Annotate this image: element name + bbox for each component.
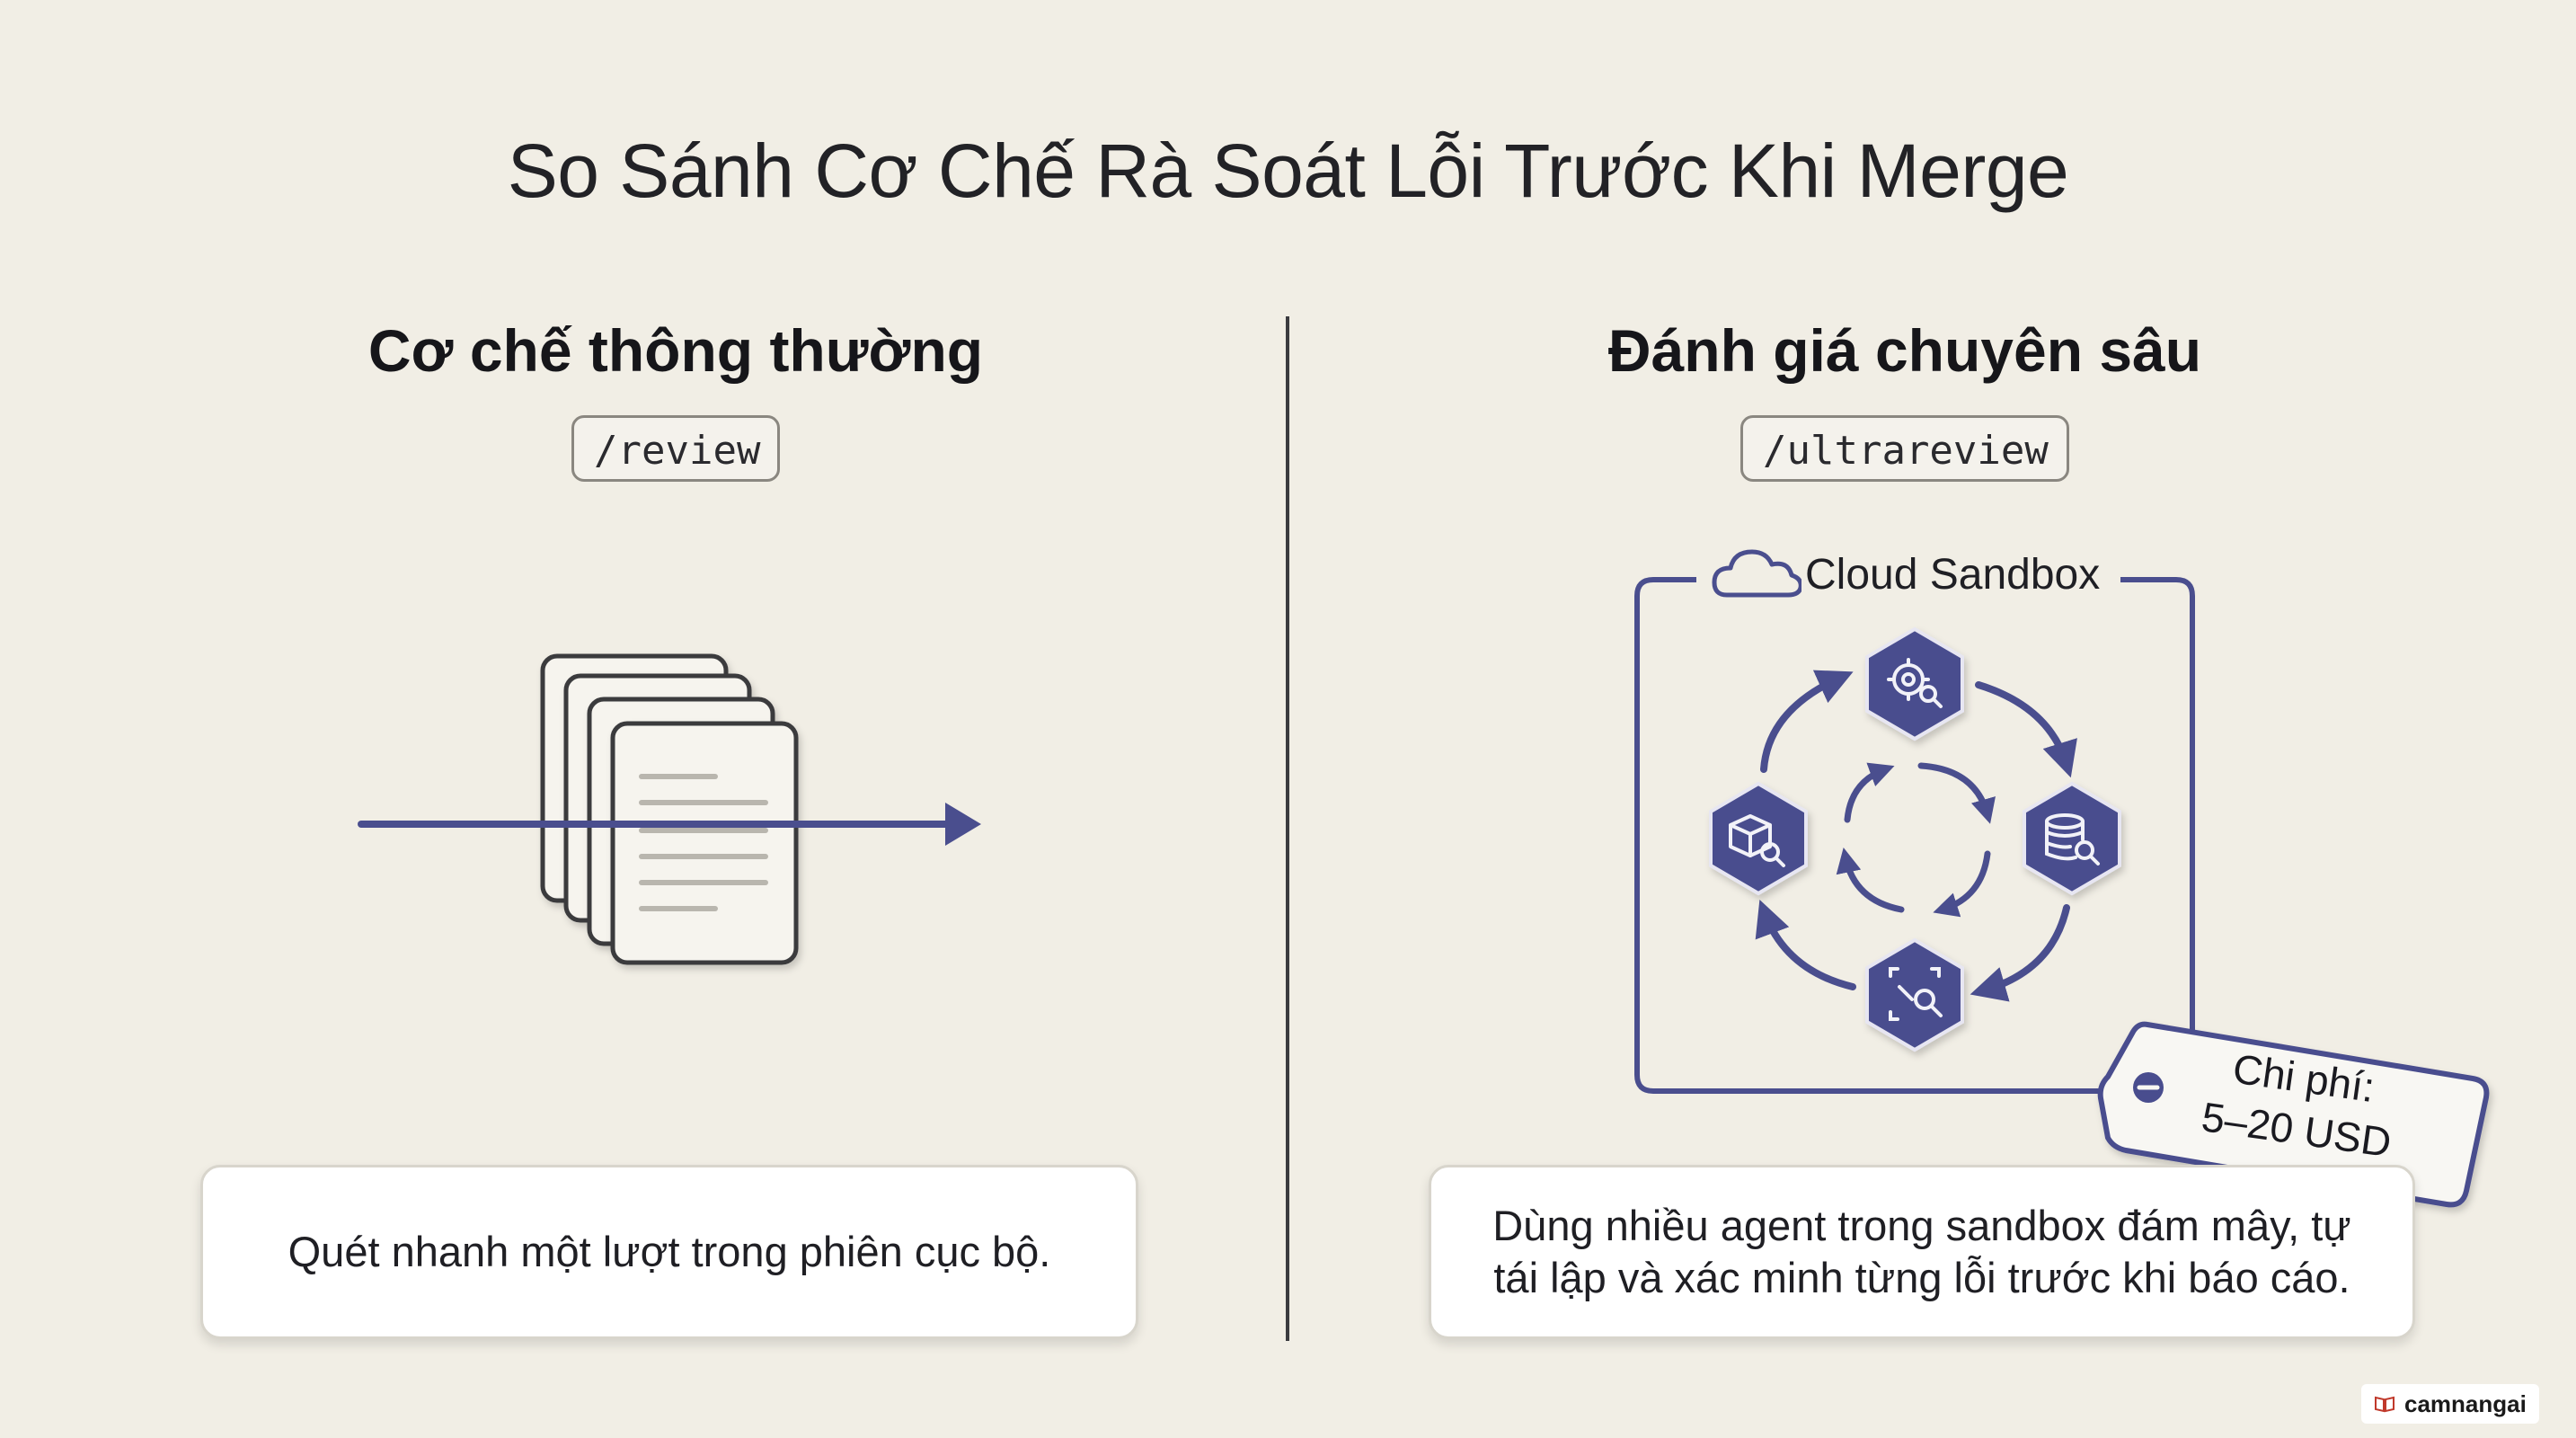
cube-search-icon	[1729, 814, 1785, 867]
review-description: Quét nhanh một lượt trong phiên cục bộ.	[288, 1228, 1051, 1275]
ultrareview-command: /ultrareview	[1740, 415, 2069, 482]
column-divider	[1286, 316, 1289, 1341]
gear-search-icon	[1887, 658, 1943, 708]
inner-cycle-arrows	[1836, 762, 1996, 918]
review-description-card: Quét nhanh một lượt trong phiên cục bộ.	[200, 1165, 1138, 1339]
ultrareview-description: Dùng nhiều agent trong sandbox đám mây, …	[1492, 1202, 2351, 1301]
outer-cycle-arrows	[1755, 670, 2077, 1002]
document-stack-icon	[540, 653, 799, 965]
sandbox-label: Cloud Sandbox	[1801, 550, 2104, 599]
page-title: So Sánh Cơ Chế Rà Soát Lỗi Trước Khi Mer…	[507, 129, 2069, 213]
agent-hex-right	[2023, 781, 2121, 896]
agent-hex-bottom	[1865, 937, 1964, 1052]
focus-search-icon	[1889, 967, 1943, 1021]
scan-arrow	[358, 803, 981, 846]
cloud-icon	[1712, 549, 1803, 598]
right-heading: Đánh giá chuyên sâu	[1607, 317, 2202, 384]
watermark-text: camnangai	[2404, 1389, 2527, 1417]
agent-hex-top	[1865, 626, 1964, 741]
left-heading: Cơ chế thông thường	[367, 317, 984, 384]
sandbox-frame	[1634, 577, 2195, 1094]
watermark: camnangai	[2361, 1384, 2539, 1424]
book-icon	[2375, 1396, 2395, 1413]
price-tag-icon	[2097, 1021, 2490, 1208]
ultrareview-description-card: Dùng nhiều agent trong sandbox đám mây, …	[1429, 1165, 2415, 1339]
review-command: /review	[571, 415, 780, 482]
database-search-icon	[2045, 813, 2100, 865]
agent-hex-left	[1709, 781, 1808, 896]
